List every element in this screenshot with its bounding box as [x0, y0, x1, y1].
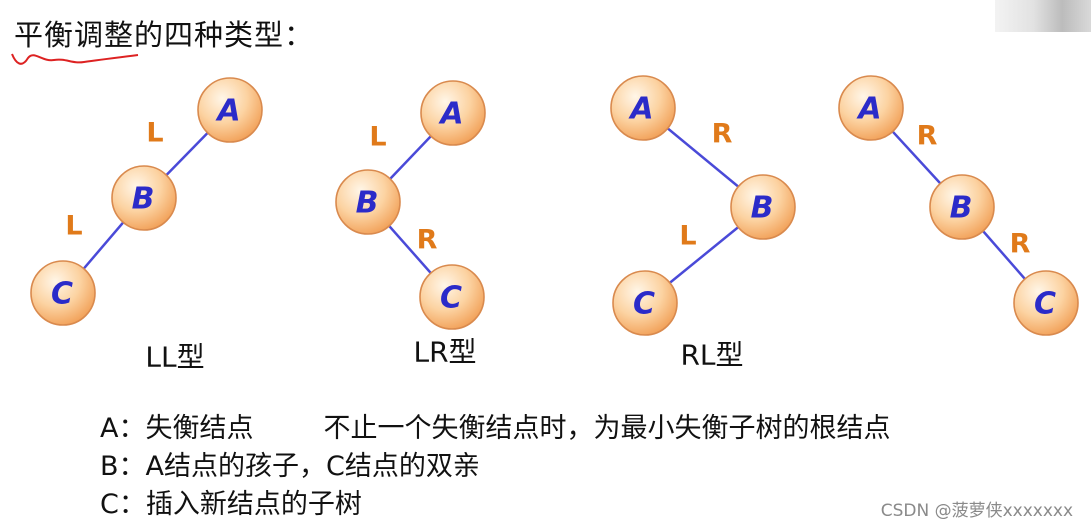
- node-label: B: [950, 191, 973, 226]
- tree-node: [838, 75, 904, 141]
- tree-node: [335, 169, 401, 235]
- legend-row-b: B：A结点的孩子，C结点的双亲: [100, 448, 890, 486]
- legend-a-label: A：失衡结点: [100, 413, 254, 444]
- node-label: B: [751, 191, 774, 226]
- edge-label: L: [679, 221, 696, 252]
- type-label: RL型: [680, 339, 743, 372]
- red-underline-scribble: [11, 53, 139, 65]
- edge-label: R: [417, 225, 438, 256]
- edge-label: R: [1010, 229, 1031, 260]
- node-label: C: [633, 287, 655, 322]
- legend-b-label: B：A结点的孩子，C结点的双亲: [100, 451, 480, 482]
- node-label: A: [438, 97, 463, 132]
- legend-c-label: C：插入新结点的子树: [100, 489, 362, 520]
- node-label: C: [51, 277, 73, 312]
- type-label: LR型: [413, 336, 476, 369]
- tree-node: [929, 174, 995, 240]
- edge-label: L: [146, 118, 163, 149]
- legend-a-note: 不止一个失衡结点时，为最小失衡子树的根结点: [323, 413, 891, 444]
- edge-label: L: [369, 122, 386, 153]
- legend-row-a: A：失衡结点 不止一个失衡结点时，为最小失衡子树的根结点: [100, 410, 890, 448]
- tree-node: [612, 270, 678, 336]
- node-label: A: [856, 92, 881, 127]
- node-label: C: [1034, 287, 1056, 322]
- edge-label: R: [712, 119, 733, 150]
- tree-node: [610, 75, 676, 141]
- tree-node: [111, 165, 177, 231]
- node-label: B: [132, 182, 155, 217]
- watermark: CSDN @菠萝侠xxxxxxx: [880, 501, 1073, 521]
- edge-label: R: [917, 121, 938, 152]
- node-label: C: [440, 281, 462, 316]
- node-label: A: [628, 92, 653, 127]
- tree-node: [420, 80, 486, 146]
- tree-node: [730, 174, 796, 240]
- legend: A：失衡结点 不止一个失衡结点时，为最小失衡子树的根结点 B：A结点的孩子，C结点…: [100, 410, 890, 524]
- webcam-overlay: [995, 0, 1091, 32]
- node-label: A: [215, 94, 240, 129]
- node-label: B: [356, 186, 379, 221]
- tree-node: [419, 264, 485, 330]
- tree-node: [30, 260, 96, 326]
- tree-node: [197, 77, 263, 143]
- legend-row-c: C：插入新结点的子树: [100, 486, 890, 524]
- page-title: 平衡调整的四种类型：: [14, 18, 315, 52]
- edge-label: L: [65, 211, 82, 242]
- tree-node: [1013, 270, 1079, 336]
- type-label: LL型: [145, 341, 204, 374]
